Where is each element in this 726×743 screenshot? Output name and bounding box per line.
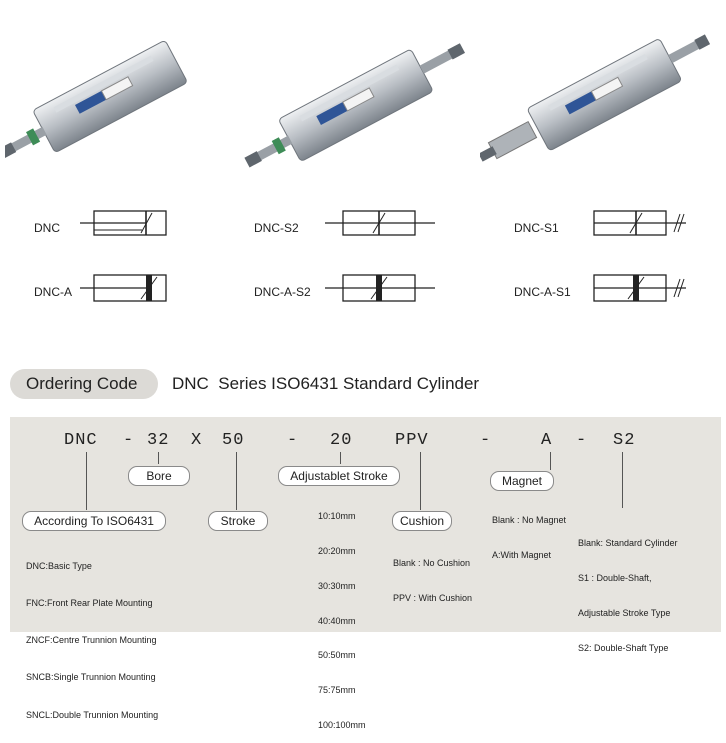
code-part-dash-1: - <box>123 431 135 450</box>
shaft-options: Blank: Standard Cylinder S1 : Double-Sha… <box>578 515 678 666</box>
code-part-dash-4: - <box>576 431 588 450</box>
list-item: 50:50mm <box>318 650 356 661</box>
symbol-dnc-s2 <box>325 210 435 236</box>
list-item: SNCL:Double Trunnion Mounting <box>26 709 159 720</box>
variant-label-dnc-s1: DNC-S1 <box>514 221 559 235</box>
list-item: Blank: Standard Cylinder <box>578 538 678 549</box>
symbol-dnc-a <box>80 274 167 302</box>
list-item: FNC:Front Rear Plate Mounting <box>26 598 153 609</box>
list-item: Blank : No Cushion <box>393 558 471 569</box>
list-item: S1 : Double-Shaft, <box>578 572 652 583</box>
connector-bore <box>158 452 159 464</box>
ordering-code-badge <box>10 369 158 399</box>
connector-magnet <box>550 452 551 470</box>
code-part-series: DNC <box>64 431 98 450</box>
code-part-bore: 32 <box>147 431 170 450</box>
code-part-shaft: S2 <box>613 431 636 450</box>
ordering-title: DNC Series ISO6431 Standard Cylinder <box>172 374 480 393</box>
symbol-dnc-s1 <box>593 210 686 236</box>
iso-pill: According To ISO6431 <box>22 511 166 531</box>
list-item: S2: Double-Shaft Type <box>578 642 669 653</box>
variant-label-dnc-a: DNC-A <box>34 285 72 299</box>
symbol-dnc-a-s1 <box>593 274 686 302</box>
list-item: 75:75mm <box>318 685 356 696</box>
list-item: DNC:Basic Type <box>26 560 92 571</box>
list-item: 20:20mm <box>318 545 356 556</box>
bore-pill: Bore <box>128 466 190 486</box>
variant-label-dnc-s2: DNC-S2 <box>254 221 299 235</box>
list-item: 30:30mm <box>318 580 356 591</box>
magnet-pill: Magnet <box>490 471 554 491</box>
symbol-dnc-a-s2 <box>325 274 435 302</box>
cylinder-photo-dnc <box>5 40 187 159</box>
list-item: Adjustable Stroke Type <box>578 607 671 618</box>
cushion-options: Blank : No Cushion PPV : With Cushion <box>393 535 472 616</box>
variant-label-dnc: DNC <box>34 221 60 235</box>
list-item: Blank : No Magnet <box>492 515 567 526</box>
connector-series <box>86 452 87 510</box>
magnet-options: Blank : No Magnet A:With Magnet <box>492 492 566 573</box>
list-item: PPV : With Cushion <box>393 592 473 603</box>
stroke-pill: Stroke <box>208 511 268 531</box>
connector-stroke <box>236 452 237 510</box>
ordering-code-badge-text: Ordering Code <box>26 374 138 393</box>
iso-options: DNC:Basic Type FNC:Front Rear Plate Moun… <box>26 535 158 734</box>
list-item: SNCB:Single Trunnion Mounting <box>26 672 156 683</box>
code-part-magnet: A <box>541 431 553 450</box>
connector-shaft <box>622 452 623 508</box>
connector-adj-stroke <box>340 452 341 464</box>
adj-stroke-pill: Adjustablet Stroke <box>278 466 400 486</box>
list-item: 40:40mm <box>318 615 356 626</box>
adj-stroke-options: 10:10mm 20:20mm 30:30mm 40:40mm 50:50mm … <box>318 488 366 743</box>
cylinder-photo-dnc-s1 <box>480 34 711 162</box>
list-item: A:With Magnet <box>492 549 552 560</box>
list-item: 100:100mm <box>318 719 366 730</box>
variant-label-dnc-a-s2: DNC-A-S2 <box>254 285 311 299</box>
code-part-dash-3: - <box>480 431 492 450</box>
variant-label-dnc-a-s1: DNC-A-S1 <box>514 285 571 299</box>
code-part-cushion: PPV <box>395 431 429 450</box>
cylinder-photo-dnc-s2 <box>244 43 466 168</box>
code-part-stroke: 50 <box>222 431 245 450</box>
list-item: ZNCF:Centre Trunnion Mounting <box>26 635 157 646</box>
cushion-pill: Cushion <box>392 511 452 531</box>
connector-cushion <box>420 452 421 510</box>
symbol-dnc <box>80 210 167 236</box>
list-item: 10:10mm <box>318 511 356 522</box>
code-part-x: X <box>191 431 203 450</box>
code-part-adj-stroke: 20 <box>330 431 353 450</box>
code-part-dash-2: - <box>287 431 299 450</box>
